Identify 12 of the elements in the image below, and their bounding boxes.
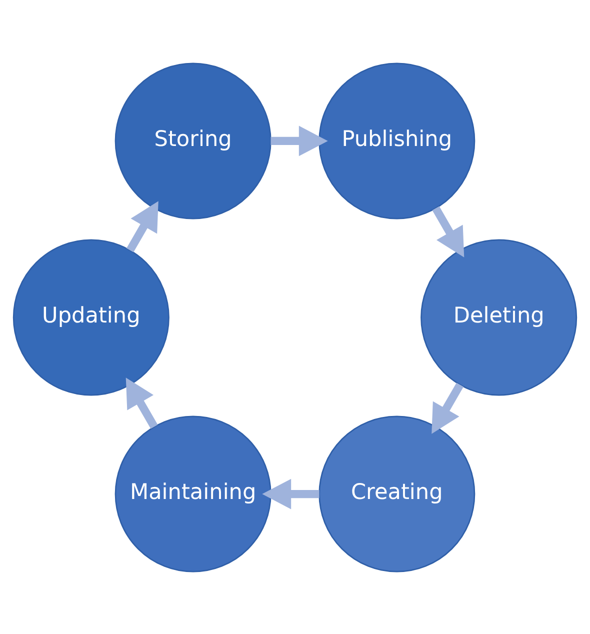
node-circle: Maintaining bbox=[114, 415, 272, 572]
node-circle: Creating bbox=[318, 415, 476, 572]
node-circle: Publishing bbox=[318, 62, 476, 219]
node-circle: Deleting bbox=[420, 238, 578, 396]
arrow bbox=[262, 478, 320, 509]
arrow bbox=[270, 125, 328, 156]
arrow bbox=[432, 206, 464, 257]
node-circle: Storing bbox=[114, 62, 272, 219]
arrow bbox=[126, 377, 158, 428]
node-circle: Updating bbox=[12, 238, 170, 396]
arrow bbox=[126, 200, 158, 252]
arrow bbox=[432, 382, 464, 434]
